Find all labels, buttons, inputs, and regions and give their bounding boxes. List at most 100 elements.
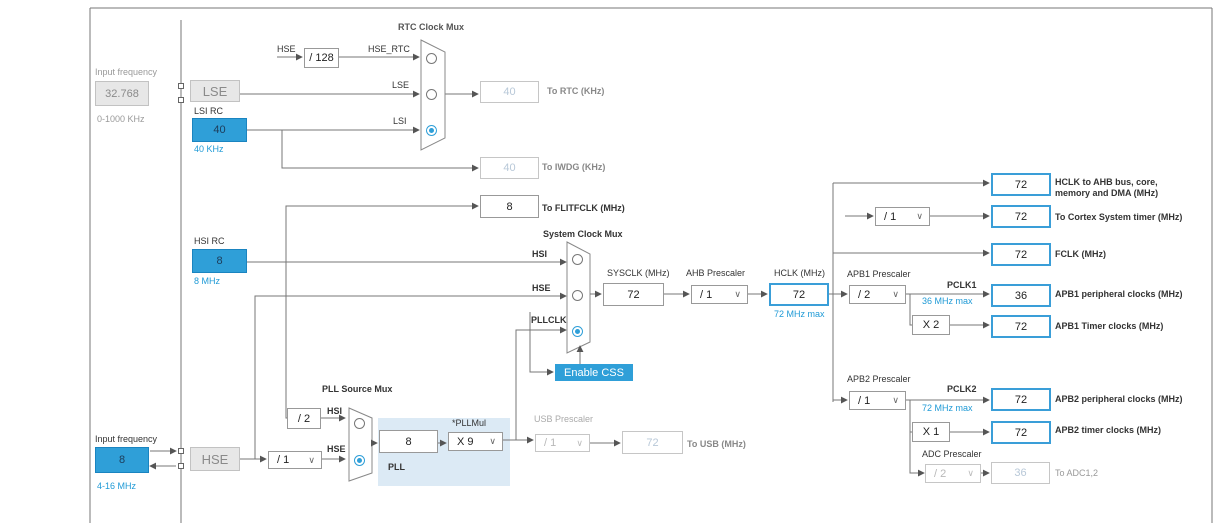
cortex-output-label: To Cortex System timer (MHz) (1055, 212, 1183, 222)
sysmux-hsi-radio[interactable] (572, 254, 583, 265)
sysmux-hse-radio[interactable] (572, 290, 583, 301)
hclk-ahb-output-label: HCLK to AHB bus, core, (1055, 177, 1158, 187)
apb2-prescaler-select[interactable]: / 1 ∨ (849, 391, 906, 410)
chevron-down-icon: ∨ (892, 289, 899, 299)
hse-prediv-select[interactable]: / 1∨ (268, 451, 322, 469)
adc-output-value: 36 (991, 462, 1050, 484)
enable-css-button[interactable]: Enable CSS (555, 364, 633, 381)
ahb-prescaler-value: / 1 (700, 288, 713, 301)
rtc-mux-hse-radio[interactable] (426, 53, 437, 64)
lse-pin-out (178, 97, 184, 103)
hclk-value[interactable]: 72 (769, 283, 829, 306)
adc-prescaler-select[interactable]: / 2 ∨ (925, 464, 981, 483)
lsi-rc-value: 40 (192, 118, 247, 142)
usb-prescaler-select[interactable]: / 1 ∨ (535, 434, 590, 452)
hclk-ahb-output-value: 72 (991, 173, 1051, 196)
apb2-periph-output-value: 72 (991, 388, 1051, 411)
apb2-timer-output-label: APB2 timer clocks (MHz) (1055, 425, 1162, 435)
apb1-timer-output-value: 72 (991, 315, 1051, 338)
pclk2-label: PCLK2 (947, 384, 977, 394)
hsi-rc-unit: 8 MHz (194, 276, 221, 286)
pll-mul-value: X 9 (457, 435, 474, 448)
adc-prescaler-label: ADC Prescaler (922, 449, 982, 459)
fclk-output-value: 72 (991, 243, 1051, 266)
apb2-prescaler-label: APB2 Prescaler (847, 374, 911, 384)
chevron-down-icon: ∨ (576, 437, 583, 448)
chevron-down-icon: ∨ (967, 468, 974, 478)
cortex-output-value: 72 (991, 205, 1051, 228)
pll-label: PLL (388, 462, 405, 472)
chevron-down-icon: ∨ (308, 454, 315, 465)
ahb-prescaler-label: AHB Prescaler (686, 268, 746, 278)
sysmux-pllclk-radio[interactable] (572, 326, 583, 337)
chevron-down-icon: ∨ (734, 289, 741, 299)
rtc-hse-rtc-label: HSE_RTC (368, 44, 410, 54)
rtc-lse-label: LSE (392, 80, 410, 90)
apb1-prescaler-value: / 2 (858, 288, 871, 301)
rtc-mux-title: RTC Clock Mux (398, 22, 465, 32)
apb2-prescaler-value: / 1 (858, 394, 871, 407)
pclk1-max: 36 MHz max (922, 296, 973, 306)
apb2-timer-output-value: 72 (991, 421, 1051, 444)
hse-input-frequency-field[interactable]: 8 (95, 447, 149, 473)
lse-oscillator[interactable]: LSE (190, 80, 240, 102)
usb-prescaler-value: / 1 (544, 437, 557, 449)
iwdg-output-value: 40 (480, 157, 539, 179)
apb1-periph-output-label: APB1 peripheral clocks (MHz) (1055, 289, 1183, 299)
rtc-mux-lse-radio[interactable] (426, 89, 437, 100)
pll-mul-select[interactable]: X 9∨ (448, 432, 503, 451)
hse-oscillator[interactable]: HSE (190, 447, 240, 471)
fclk-output-label: FCLK (MHz) (1055, 249, 1106, 259)
lsi-rc-unit: 40 KHz (194, 144, 224, 154)
usb-output-label: To USB (MHz) (687, 439, 746, 449)
hclk-max: 72 MHz max (774, 309, 825, 319)
apb1-periph-output-value: 36 (991, 284, 1051, 307)
cortex-prescaler-value: / 1 (884, 210, 897, 223)
apb1-prescaler-label: APB1 Prescaler (847, 269, 911, 279)
apb1-timer-multiplier: X 2 (912, 315, 950, 335)
sysmux-hsi-label: HSI (532, 249, 548, 259)
apb1-timer-output-label: APB1 Timer clocks (MHz) (1055, 321, 1164, 331)
apb1-prescaler-select[interactable]: / 2 ∨ (849, 285, 906, 304)
pll-src-hse-radio[interactable] (354, 455, 365, 466)
pll-input-value: 8 (379, 430, 438, 453)
lse-pin-in (178, 83, 184, 89)
chevron-down-icon: ∨ (892, 395, 899, 405)
chevron-down-icon: ∨ (916, 211, 923, 221)
apb2-periph-output-label: APB2 peripheral clocks (MHz) (1055, 394, 1183, 404)
adc-prescaler-value: / 2 (934, 467, 947, 480)
flitfclk-output-value: 8 (480, 195, 539, 218)
hse-input-range: 4-16 MHz (97, 481, 137, 491)
hse-pin-in (178, 448, 184, 454)
cortex-prescaler-select[interactable]: / 1 ∨ (875, 207, 930, 226)
pll-hse-div2: / 2 (287, 408, 321, 429)
rtc-mux-lsi-radio[interactable] (426, 125, 437, 136)
usb-output-value: 72 (622, 431, 683, 454)
sysmux-hse-label: HSE (532, 283, 551, 293)
hclk-label: HCLK (MHz) (774, 268, 825, 278)
rtc-output-label: To RTC (KHz) (547, 86, 605, 96)
pclk1-label: PCLK1 (947, 280, 977, 290)
sysclk-label: SYSCLK (MHz) (607, 268, 670, 278)
pll-src-hse-label: HSE (327, 444, 346, 454)
system-clock-mux-title: System Clock Mux (543, 229, 623, 239)
hse-input-frequency-label: Input frequency (95, 434, 158, 444)
hclk-ahb-output-label-2: memory and DMA (MHz) (1055, 188, 1159, 198)
iwdg-output-label: To IWDG (KHz) (542, 162, 606, 172)
apb2-timer-multiplier: X 1 (912, 422, 950, 442)
ahb-prescaler-select[interactable]: / 1 ∨ (691, 285, 748, 304)
rtc-lsi-label: LSI (393, 116, 407, 126)
pclk2-max: 72 MHz max (922, 403, 973, 413)
rtc-output-value: 40 (480, 81, 539, 103)
flitfclk-output-label: To FLITFCLK (MHz) (542, 203, 625, 213)
lse-input-range: 0-1000 KHz (97, 114, 145, 124)
adc-output-label: To ADC1,2 (1055, 468, 1099, 478)
pll-src-hsi-radio[interactable] (354, 418, 365, 429)
sysclk-value[interactable]: 72 (603, 283, 664, 306)
rtc-hse-divider: / 128 (304, 48, 339, 68)
lse-input-frequency-label: Input frequency (95, 67, 158, 77)
lse-input-frequency-field[interactable]: 32.768 (95, 81, 149, 106)
hsi-rc-value: 8 (192, 249, 247, 273)
hsi-rc-label: HSI RC (194, 236, 225, 246)
pll-mul-label: *PLLMul (452, 418, 487, 428)
